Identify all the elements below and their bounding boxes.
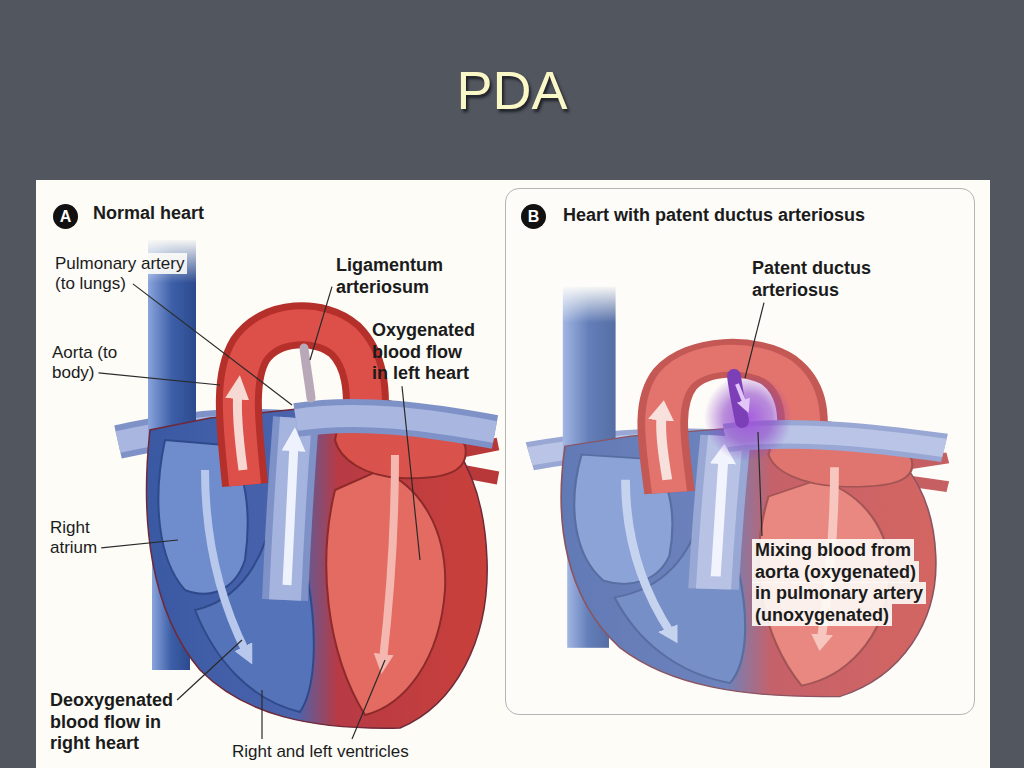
normal-heart-group bbox=[118, 238, 498, 728]
part-label: Patent ductus arteriosus bbox=[752, 258, 892, 301]
ligamentum bbox=[304, 348, 311, 398]
leader-line bbox=[758, 432, 762, 536]
leader-line bbox=[99, 373, 220, 385]
leader-line bbox=[261, 690, 262, 739]
leader-line bbox=[352, 660, 385, 739]
part-label: Ligamentum arteriosum bbox=[336, 255, 466, 298]
leader-line bbox=[402, 386, 420, 560]
part-label: Pulmonary artery (to lungs) bbox=[52, 254, 192, 295]
normal-heart bbox=[118, 238, 498, 728]
panel-heading: Normal heart bbox=[93, 203, 204, 225]
part-label: Aorta (to body) bbox=[52, 343, 132, 384]
flow-label: Oxygenated blood flow in left heart bbox=[372, 320, 480, 385]
leader-line bbox=[310, 287, 332, 360]
label-text: Mixing blood from aorta (oxygenated) in … bbox=[752, 539, 926, 626]
leader-line bbox=[745, 303, 764, 378]
flow-arrow bbox=[737, 384, 745, 404]
label-text: Right atrium bbox=[50, 518, 97, 557]
part-label: Right atrium bbox=[50, 518, 122, 559]
label-text: Pulmonary artery (to lungs) bbox=[52, 253, 187, 294]
pda-heart-group bbox=[506, 189, 974, 714]
label-text: Patent ductus arteriosus bbox=[752, 258, 871, 300]
panel-letter: B bbox=[521, 204, 546, 229]
label-text: Oxygenated blood flow in left heart bbox=[372, 320, 475, 383]
wash bbox=[506, 189, 974, 714]
panel-letter: A bbox=[53, 204, 78, 229]
part-label: Right and left ventricles bbox=[232, 742, 472, 762]
flow-label: Deoxygenated blood flow in right heart bbox=[50, 690, 182, 755]
panel-letter-text: A bbox=[60, 209, 72, 225]
leader-line bbox=[101, 540, 178, 548]
mixing-glow bbox=[704, 374, 792, 462]
panel-letter-text: B bbox=[528, 209, 540, 225]
leader-line bbox=[177, 640, 242, 700]
figure-ground bbox=[36, 180, 990, 768]
leader-line bbox=[133, 284, 292, 405]
panel-heading: Heart with patent ductus arteriosus bbox=[563, 205, 865, 227]
label-text: Deoxygenated blood flow in right heart bbox=[50, 690, 173, 753]
label-text: Ligamentum arteriosum bbox=[336, 255, 443, 297]
label-text: Right and left ventricles bbox=[232, 742, 409, 761]
figure-panel: Heart with patent ductus arteriosus B bbox=[505, 188, 975, 715]
label-text: Aorta (to body) bbox=[52, 343, 117, 382]
flow-label: Mixing blood from aorta (oxygenated) in … bbox=[752, 540, 934, 626]
slide-title: PDA bbox=[0, 58, 1024, 123]
